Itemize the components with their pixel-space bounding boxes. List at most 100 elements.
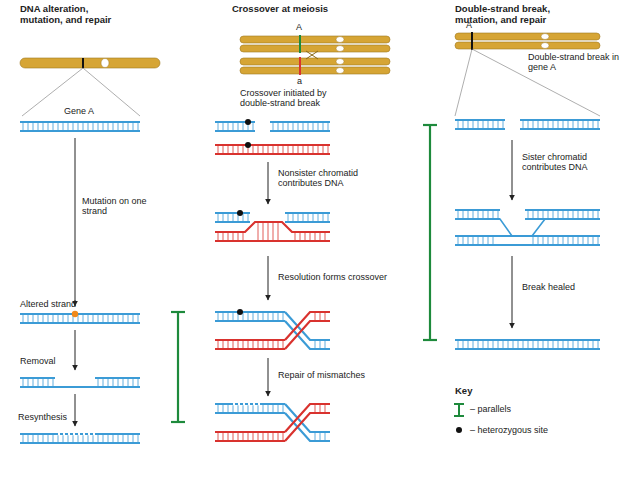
base-pair bbox=[118, 435, 119, 442]
base-pair bbox=[298, 123, 299, 130]
base-pair bbox=[278, 433, 279, 440]
dna-strand bbox=[20, 433, 140, 435]
centromere bbox=[336, 59, 344, 65]
base-pair bbox=[488, 237, 489, 244]
base-pair bbox=[503, 341, 504, 348]
base-pair bbox=[223, 313, 224, 320]
base-pair bbox=[48, 435, 49, 442]
base-pair bbox=[228, 433, 229, 440]
dna-strand bbox=[20, 377, 55, 379]
base-pair bbox=[328, 146, 329, 153]
base-pair bbox=[248, 341, 249, 348]
base-pair bbox=[93, 315, 94, 322]
base-pair bbox=[108, 123, 109, 130]
base-pair bbox=[83, 123, 84, 130]
base-pair bbox=[233, 405, 234, 412]
chromatid bbox=[455, 33, 600, 40]
base-pair bbox=[108, 435, 109, 442]
dna-strand bbox=[20, 313, 140, 315]
dna-strand bbox=[520, 119, 600, 121]
base-pair bbox=[63, 435, 64, 442]
base-pair bbox=[258, 146, 259, 153]
base-pair bbox=[578, 211, 579, 218]
base-pair bbox=[463, 237, 464, 244]
base-pair bbox=[103, 315, 104, 322]
step-arrow bbox=[75, 394, 76, 426]
base-pair bbox=[313, 214, 314, 221]
base-pair bbox=[533, 121, 534, 128]
base-pair bbox=[133, 123, 134, 130]
base-pair bbox=[238, 341, 239, 348]
base-pair bbox=[325, 341, 326, 348]
base-pair bbox=[243, 313, 244, 320]
base-pair bbox=[28, 435, 29, 442]
centromere bbox=[101, 59, 109, 68]
base-pair bbox=[563, 341, 564, 348]
base-pair bbox=[218, 433, 219, 440]
base-pair bbox=[43, 315, 44, 322]
step-label: Double-strand break in gene A bbox=[528, 52, 623, 73]
base-pair bbox=[483, 211, 484, 218]
centromere bbox=[336, 37, 344, 43]
base-pair bbox=[533, 211, 534, 218]
base-pair bbox=[278, 123, 279, 130]
base-pair bbox=[93, 123, 94, 130]
base-pair bbox=[78, 315, 79, 322]
base-pair bbox=[88, 435, 89, 442]
base-pair bbox=[78, 123, 79, 130]
base-pair bbox=[283, 433, 284, 440]
heterozygous-site bbox=[245, 119, 251, 125]
dna-strand bbox=[215, 339, 285, 341]
base-pair bbox=[23, 123, 24, 130]
base-pair bbox=[268, 146, 269, 153]
base-pair bbox=[128, 315, 129, 322]
base-pair bbox=[548, 121, 549, 128]
step-label: Resynthesis bbox=[18, 412, 67, 422]
base-pair bbox=[573, 341, 574, 348]
base-pair bbox=[498, 121, 499, 128]
base-pair bbox=[258, 341, 259, 348]
base-pair bbox=[313, 123, 314, 130]
base-pair bbox=[583, 121, 584, 128]
centromere bbox=[541, 34, 549, 40]
base-pair bbox=[243, 341, 244, 348]
base-pair bbox=[473, 237, 474, 244]
base-pair bbox=[543, 237, 544, 244]
base-pair bbox=[303, 214, 304, 221]
base-pair bbox=[483, 121, 484, 128]
base-pair bbox=[458, 211, 459, 218]
base-pair bbox=[53, 315, 54, 322]
step-arrow bbox=[268, 256, 269, 300]
base-pair bbox=[98, 315, 99, 322]
dna-strand bbox=[215, 240, 330, 242]
base-pair bbox=[53, 123, 54, 130]
base-pair bbox=[233, 313, 234, 320]
base-pair bbox=[243, 233, 244, 240]
base-pair bbox=[283, 405, 284, 412]
base-pair bbox=[228, 233, 229, 240]
dna-strand bbox=[215, 320, 285, 322]
base-pair bbox=[320, 233, 321, 240]
base-pair bbox=[478, 121, 479, 128]
base-pair bbox=[258, 405, 259, 412]
base-pair bbox=[43, 435, 44, 442]
base-pair bbox=[498, 211, 499, 218]
base-pair bbox=[553, 237, 554, 244]
base-pair bbox=[233, 341, 234, 348]
base-pair bbox=[328, 214, 329, 221]
base-pair bbox=[538, 121, 539, 128]
base-pair bbox=[243, 214, 244, 221]
base-pair bbox=[273, 341, 274, 348]
base-pair bbox=[548, 341, 549, 348]
base-pair bbox=[568, 237, 569, 244]
base-pair bbox=[108, 379, 109, 386]
base-pair bbox=[325, 405, 326, 412]
dna-strand bbox=[525, 209, 600, 211]
base-pair bbox=[278, 146, 279, 153]
base-pair bbox=[113, 435, 114, 442]
base-pair bbox=[68, 123, 69, 130]
base-pair bbox=[263, 313, 264, 320]
base-pair bbox=[28, 315, 29, 322]
dna-strand bbox=[215, 222, 330, 232]
base-pair bbox=[558, 341, 559, 348]
